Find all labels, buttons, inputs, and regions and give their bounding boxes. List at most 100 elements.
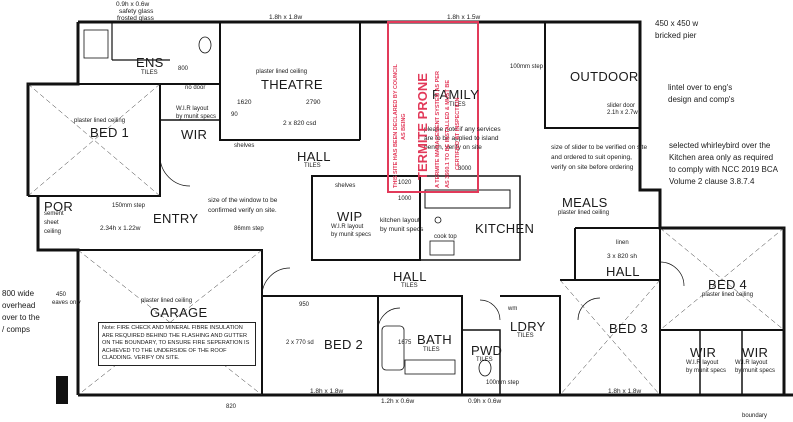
bed4-ceiling: plaster lined ceiling: [702, 292, 754, 298]
note-csd: 2 x 820 csd: [283, 120, 317, 127]
bath-wall: [378, 295, 463, 395]
room-wip: WIP: [337, 209, 363, 224]
note-win-0-9: 0.9h x 0.6w: [468, 398, 502, 405]
room-hall-mid: HALL: [393, 269, 427, 284]
room-family: FAMILY: [432, 87, 480, 102]
room-hall-upper: HALL: [297, 149, 331, 164]
note-win-3-820: 3 x 820 sh: [607, 253, 637, 260]
note-frosted-glass: frosted glass: [117, 15, 154, 22]
hall-upper-tiles: TILES: [304, 163, 321, 169]
room-ldry: LDRY: [510, 319, 546, 334]
room-hall-right: HALL: [606, 264, 640, 279]
note-kitchen-layout-1: kitchen layout: [380, 217, 420, 224]
note-boundary: boundary: [742, 413, 768, 419]
ldry-wall: [500, 295, 561, 395]
door-swing: [659, 261, 685, 287]
note-win-top-mid: 1.8h x 1.8w: [269, 14, 303, 21]
wir2-layout: W.I.R layout: [686, 360, 719, 366]
dim-1000: 1000: [398, 196, 412, 202]
note-kitchen-layout-2: by munit specs: [380, 226, 424, 233]
note-services-2: are to be applied to island: [424, 135, 499, 142]
note-eaves-only: eaves only: [52, 300, 81, 306]
wir1-specs: by munit specs: [176, 114, 217, 120]
stamp-line1: THIS SITE HAS BEEN DECLARED BY COUNCIL: [393, 64, 399, 188]
note-slider-b: 2.1h x 2.7w: [607, 110, 638, 116]
note-window-size-1: size of the window to be: [208, 197, 278, 204]
ldry-wm: wm: [508, 306, 518, 312]
door-swing: [159, 155, 191, 187]
room-por: POR: [44, 199, 74, 214]
room-kitchen: KITCHEN: [475, 221, 535, 236]
dim-450: 450: [56, 292, 67, 298]
bed1-wall: [28, 84, 161, 197]
note-cooktop: cook top: [434, 234, 457, 240]
room-theatre: THEATRE: [261, 77, 323, 92]
stamp-line4: AS 3660.1 TO BE INSTALLED & MUST BE: [445, 80, 451, 188]
door-swing: [261, 267, 291, 297]
note-slider-verify-1: size of slider to be verified on site: [551, 144, 648, 151]
note-win-bottom-bed2: 1.8h x 1.8w: [310, 388, 344, 395]
ens-shower: [83, 29, 109, 59]
room-ens-tiles: TILES: [141, 70, 158, 76]
ldry-tiles: TILES: [517, 333, 534, 339]
room-meals: MEALS: [562, 195, 608, 210]
ens-no-door: no door: [185, 85, 206, 91]
note-slider-a: slider door: [607, 103, 636, 109]
outer-wall-left: [26, 22, 80, 196]
cooktop: [429, 240, 455, 256]
dim-entry-window: 2.34h x 1.22w: [100, 225, 141, 232]
dim-1675: 1675: [398, 340, 412, 346]
room-ens: ENS: [136, 55, 164, 70]
note-whirly-4: Volume 2 clause 3.8.7.4: [669, 177, 755, 186]
family-outdoor: [544, 22, 640, 129]
dim-3000: 3000: [458, 166, 472, 172]
dim-1620: 1620: [237, 99, 252, 106]
stamp-line2: AS BEING: [401, 113, 407, 140]
toilet: [478, 359, 492, 377]
note-wide-3: over to the: [2, 313, 40, 322]
kitchen-bench: [420, 175, 521, 261]
island-bench: [424, 189, 511, 209]
wir2-specs: by munit specs: [686, 368, 727, 374]
wir1-layout: W.I.R layout: [176, 106, 209, 112]
door-swing: [377, 307, 401, 331]
bathtub: [381, 325, 405, 371]
wir3-specs: by munit specs: [735, 368, 776, 374]
room-outdoor: OUTDOOR: [570, 69, 639, 84]
room-bed3: BED 3: [609, 321, 649, 336]
note-slider-verify-3: verify on site before ordering: [551, 164, 634, 171]
note-wide-2: overhead: [2, 301, 36, 310]
note-services-1: please note if any services: [424, 126, 501, 133]
dim-800: 800: [178, 66, 189, 72]
por-sement: sement: [44, 211, 64, 217]
pwd-wall: [462, 329, 501, 395]
ceiling-diagonal: [27, 83, 785, 396]
room-wir3: WIR: [742, 345, 769, 360]
ens-toilet-wall: [111, 22, 170, 61]
room-pwd: PWD: [471, 343, 503, 358]
hall-mid-tiles: TILES: [401, 283, 418, 289]
note-win-top-family: 1.8h x 1.5w: [447, 14, 481, 21]
pwd-tiles: TILES: [476, 357, 493, 363]
room-garage: GARAGE: [150, 305, 208, 320]
stamp-line3: A TERMITE MANAGEMENT SYSTEM AS PER: [435, 71, 441, 188]
note-win-1-2: 1.2h x 0.6w: [381, 398, 415, 405]
note-lintel-2: design and comp's: [668, 95, 735, 104]
dim-820: 820: [226, 404, 237, 410]
dim-2790: 2790: [306, 99, 321, 106]
note-step-150: 150mm step: [112, 203, 146, 209]
wir-dividers: [699, 330, 743, 395]
note-slider-verify-2: and ordered to suit opening,: [551, 154, 632, 161]
wip-layout: W.I.R layout: [331, 224, 364, 230]
note-step-86: 86mm step: [234, 226, 264, 232]
note-wide-1: 800 wide: [2, 289, 35, 298]
room-bed1: BED 1: [90, 125, 130, 140]
note-safety-glass: safety glass: [119, 8, 154, 15]
por-ceiling: ceiling: [44, 229, 62, 235]
dim-90: 90: [231, 112, 238, 118]
note-services-3: bench, verify on site: [424, 144, 482, 151]
dim-950: 950: [299, 302, 310, 308]
room-wir2: WIR: [690, 345, 717, 360]
theatre-wall: [219, 84, 360, 141]
